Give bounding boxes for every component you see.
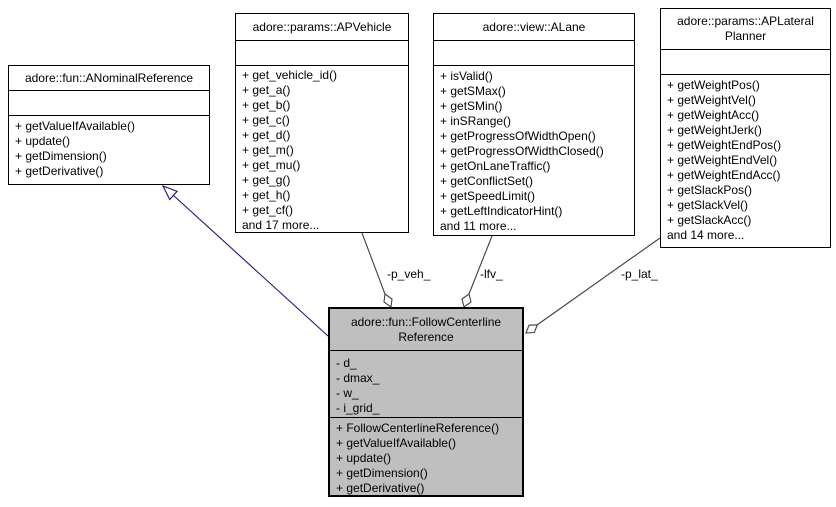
method-label: + getWeightAcc()	[667, 108, 760, 122]
method-label: + getWeightEndVel()	[667, 153, 778, 167]
method-label: + getSlackVel()	[667, 198, 749, 212]
method-label: + FollowCenterlineReference()	[336, 421, 500, 435]
edge-label-p-veh: -p_veh_	[387, 267, 431, 281]
method-label: + getSMin()	[440, 99, 503, 113]
method-label: + getSlackPos()	[667, 183, 753, 197]
method-label: + get_a()	[242, 83, 291, 97]
class-methods: + isValid()+ getSMax()+ getSMin()+ inSRa…	[434, 65, 634, 235]
class-title-line: Planner	[724, 29, 767, 43]
class-title-line: adore::params::APLateral	[677, 14, 814, 28]
method-label: + getDimension()	[336, 466, 428, 480]
method-label: + get_g()	[242, 173, 291, 187]
method-label: + update()	[336, 451, 392, 465]
class-methods: + getWeightPos()+ getWeightVel()+ getWei…	[661, 74, 830, 247]
aggregation-edge-lfv	[468, 235, 493, 295]
class-methods: + FollowCenterlineReference()+ getValueI…	[330, 417, 522, 495]
edge-label-p-lat: -p_lat_	[621, 267, 658, 281]
class-box-apvehicle[interactable]: adore::params::APVehicle + get_vehicle_i…	[235, 13, 409, 233]
class-title-line: adore::view::ALane	[482, 19, 586, 34]
method-label: + getWeightEndAcc()	[667, 168, 781, 182]
class-attributes: - d_- dmax_- w_- i_grid_	[330, 350, 522, 417]
method-label: + get_d()	[242, 128, 291, 142]
edge-label-lfv: -lfv_	[480, 267, 503, 281]
method-label: and 17 more...	[242, 218, 320, 232]
method-label: + getValueIfAvailable()	[15, 119, 135, 133]
method-label: + getSMax()	[440, 84, 506, 98]
method-label: + get_vehicle_id()	[242, 68, 338, 82]
method-label: + getDerivative()	[15, 164, 104, 178]
method-label: + getProgressOfWidthClosed()	[440, 144, 604, 158]
method-label: + getWeightJerk()	[667, 123, 762, 137]
class-box-anominalreference[interactable]: adore::fun::ANominalReference + getValue…	[8, 65, 210, 185]
class-attributes	[661, 49, 830, 74]
method-label: + isValid()	[440, 69, 493, 83]
method-label: + getProgressOfWidthOpen()	[440, 129, 596, 143]
method-label: + getOnLaneTraffic()	[440, 159, 551, 173]
class-title-line: adore::fun::ANominalReference	[24, 70, 194, 85]
inheritance-arrowhead-icon	[161, 184, 179, 201]
aggregation-diamond-icon-p-veh	[383, 293, 393, 308]
method-label: + update()	[15, 134, 71, 148]
method-label: + get_mu()	[242, 158, 301, 172]
aggregation-diamond-icon-lfv	[461, 293, 472, 308]
method-label: and 14 more...	[667, 228, 745, 242]
attribute-label: - dmax_	[336, 371, 380, 385]
method-label: + getConflictSet()	[440, 174, 534, 188]
method-label: + getDimension()	[15, 149, 107, 163]
class-title: adore::view::ALane	[434, 14, 634, 40]
attribute-label: - d_	[336, 356, 357, 370]
method-label: + get_m()	[242, 143, 294, 157]
class-title: adore::fun::ANominalReference	[9, 66, 209, 90]
class-methods: + get_vehicle_id()+ get_a()+ get_b()+ ge…	[236, 65, 408, 232]
method-label: + getValueIfAvailable()	[336, 436, 456, 450]
class-methods: + getValueIfAvailable()+ update()+ getDi…	[9, 115, 209, 184]
aggregation-edge-p-lat	[536, 237, 661, 326]
method-label: and 11 more...	[440, 219, 517, 233]
class-title-line: adore::params::APVehicle	[252, 19, 392, 34]
method-label: + get_b()	[242, 98, 291, 112]
method-label: + getSpeedLimit()	[440, 189, 536, 203]
method-label: + getWeightVel()	[667, 93, 756, 107]
class-attributes	[236, 40, 408, 65]
method-label: + getWeightEndPos()	[667, 138, 782, 152]
aggregation-diamond-icon-p-lat	[525, 324, 539, 334]
method-label: + inSRange()	[440, 114, 512, 128]
method-label: + getDerivative()	[336, 481, 425, 495]
class-title: adore::params::APVehicle	[236, 14, 408, 40]
class-attributes	[434, 40, 634, 65]
aggregation-edge-p-veh	[361, 232, 386, 295]
method-label: + get_c()	[242, 113, 290, 127]
method-label: + getLeftIndicatorHint()	[440, 204, 563, 218]
method-label: + getWeightPos()	[667, 78, 760, 92]
method-label: + get_cf()	[242, 203, 294, 217]
class-title-line: Reference	[398, 329, 454, 344]
class-title-line: adore::fun::FollowCenterline	[350, 314, 502, 329]
method-label: + getSlackAcc()	[667, 213, 752, 227]
class-attributes	[9, 90, 209, 115]
attribute-label: - i_grid_	[336, 401, 380, 415]
attribute-label: - w_	[336, 386, 359, 400]
class-box-alane[interactable]: adore::view::ALane + isValid()+ getSMax(…	[433, 13, 635, 236]
method-label: + get_h()	[242, 188, 291, 202]
